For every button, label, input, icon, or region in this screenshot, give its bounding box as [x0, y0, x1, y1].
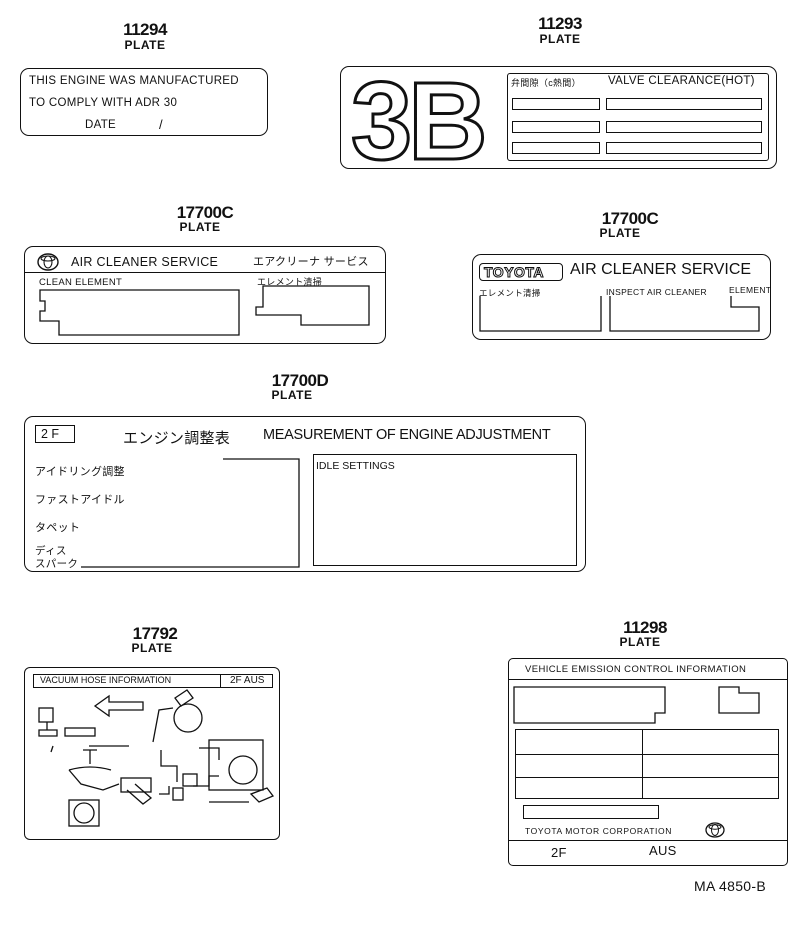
plate-11298-data-grid: [515, 729, 779, 799]
plate-17700d-row-tappet: タペット: [35, 522, 81, 534]
plate-11298-corp: TOYOTA MOTOR CORPORATION: [525, 826, 672, 836]
plate-17700d-left-field: [81, 458, 300, 568]
plate-17792-code: 2F AUS: [230, 675, 265, 686]
plate-11293-field-3b: [606, 142, 762, 154]
plate-17792: VACUUM HOSE INFORMATION 2F AUS: [24, 667, 280, 840]
plate-17700c-left-elem-jp: エレメント清掃: [257, 277, 323, 287]
plate-11293-big-3b: 3B: [351, 60, 484, 183]
plate-11298-grid-row1: [516, 754, 778, 755]
plate-label-17792: PLATE: [131, 641, 173, 655]
part-number-17700d: 17700D: [271, 371, 329, 390]
plate-label-11298: PLATE: [619, 635, 661, 649]
plate-17700d-code: 2 F: [41, 427, 60, 441]
part-number-11298: 11298: [623, 618, 667, 637]
plate-11293-field-1a: [512, 98, 600, 110]
plate-17700c-right-field-a: [479, 296, 602, 332]
plate-17700c-right-title: AIR CLEANER SERVICE: [570, 261, 752, 278]
plate-11293-clearance-panel: 弁間隙（c熱間） VALVE CLEARANCE(HOT): [507, 73, 769, 161]
plate-17700c-right-inspect: INSPECT AIR CLEANER: [606, 287, 707, 297]
plate-11298-footer-divider: [509, 840, 787, 841]
plate-11298-title: VEHICLE EMISSION CONTROL INFORMATION: [525, 664, 747, 675]
plate-17700c-left: AIR CLEANER SERVICE エアクリーナ サービス CLEAN EL…: [24, 246, 386, 344]
plate-17700c-left-field-b: [255, 285, 370, 326]
plate-label-17700c-right: PLATE: [599, 226, 641, 240]
plate-label-11293: PLATE: [539, 32, 581, 46]
plate-11298-field-top: [513, 686, 760, 724]
plate-11294-date: DATE: [85, 119, 117, 131]
direction-arrow-icon: [93, 694, 144, 718]
plate-17792-title: VACUUM HOSE INFORMATION: [40, 675, 172, 685]
plate-17792-header-divider: [220, 674, 221, 688]
plate-11293-big-3b-graphic: 3B: [350, 59, 490, 185]
plate-17700d-jp-title: エンジン調整表: [123, 430, 231, 447]
plate-11298: VEHICLE EMISSION CONTROL INFORMATION TOY…: [508, 658, 788, 866]
toyota-brand-text: TOYOTA: [483, 264, 545, 281]
plate-11294-date-slash: /: [159, 117, 163, 132]
plate-11293-field-2b: [606, 121, 762, 133]
part-number-17700c-left: 17700C: [176, 203, 234, 222]
plate-17700c-right-field-b: [609, 296, 760, 332]
plate-17700c-left-title: AIR CLEANER SERVICE: [71, 255, 219, 269]
plate-11294-line2: TO COMPLY WITH ADR 30: [29, 97, 178, 109]
plate-11293-field-2a: [512, 121, 600, 133]
toyota-emblem-icon: [37, 253, 59, 271]
plate-17700c-left-jp-title: エアクリーナ サービス: [253, 256, 369, 268]
plate-17792-header: VACUUM HOSE INFORMATION 2F AUS: [33, 674, 273, 688]
plate-11298-field-bottom: [523, 805, 659, 819]
plate-11293-field-1b: [606, 98, 762, 110]
plate-17700c-left-field-a: [39, 289, 240, 336]
plate-label-11294: PLATE: [124, 38, 166, 52]
plate-17700c-left-clean-element: CLEAN ELEMENT: [39, 277, 123, 288]
plate-17700d-row-idle-adj: アイドリング調整: [35, 466, 125, 478]
plate-11298-grid-row2: [516, 777, 778, 778]
plate-17700c-right: TOYOTA AIR CLEANER SERVICE エレメント清掃 INSPE…: [472, 254, 771, 340]
plate-11293: 3B 弁間隙（c熱間） VALVE CLEARANCE(HOT): [340, 59, 777, 185]
plate-11293-jp-label: 弁間隙（c熱間）: [511, 78, 581, 88]
plate-11298-country: AUS: [649, 843, 677, 858]
plate-17700d-row-dis: ディス: [35, 545, 67, 557]
vacuum-hose-diagram: [38, 689, 275, 827]
plate-11298-code: 2F: [551, 845, 567, 860]
plate-11293-field-3a: [512, 142, 600, 154]
plate-11293-title: VALVE CLEARANCE(HOT): [608, 75, 755, 87]
part-number-11293: 11293: [538, 14, 582, 33]
plate-17700c-right-element: ELEMENT: [729, 285, 772, 295]
diagram-reference-code: MA 4850-B: [694, 878, 766, 894]
plate-17700c-right-elem-jp: エレメント清掃: [479, 288, 541, 298]
plate-17700d-idle-settings: IDLE SETTINGS: [316, 460, 395, 472]
plate-17700d-idle-settings-box: IDLE SETTINGS: [313, 454, 577, 566]
plate-17700d-row-spark: スパーク: [35, 558, 79, 570]
toyota-emblem-icon: [705, 822, 725, 838]
plate-17700d-code-box: 2 F: [35, 425, 75, 443]
plate-11298-grid-col: [642, 730, 643, 798]
plate-17700d-title: MEASUREMENT OF ENGINE ADJUSTMENT: [263, 427, 551, 443]
plate-11294: THIS ENGINE WAS MANUFACTURED TO COMPLY W…: [20, 68, 268, 136]
plate-17700c-left-divider: [25, 272, 385, 273]
plate-17700d: 2 F エンジン調整表 MEASUREMENT OF ENGINE ADJUST…: [24, 416, 586, 572]
plate-label-17700d: PLATE: [271, 388, 313, 402]
plate-label-17700c-left: PLATE: [179, 220, 221, 234]
part-number-11294: 11294: [123, 20, 167, 39]
toyota-brand-box: TOYOTA: [479, 263, 563, 281]
part-number-17792: 17792: [132, 624, 178, 643]
plate-11298-header-divider: [509, 679, 787, 680]
plate-11294-line1: THIS ENGINE WAS MANUFACTURED: [29, 75, 239, 87]
plate-17700d-row-fast-idle: ファストアイドル: [35, 494, 125, 506]
part-number-17700c-right: 17700C: [601, 209, 659, 228]
